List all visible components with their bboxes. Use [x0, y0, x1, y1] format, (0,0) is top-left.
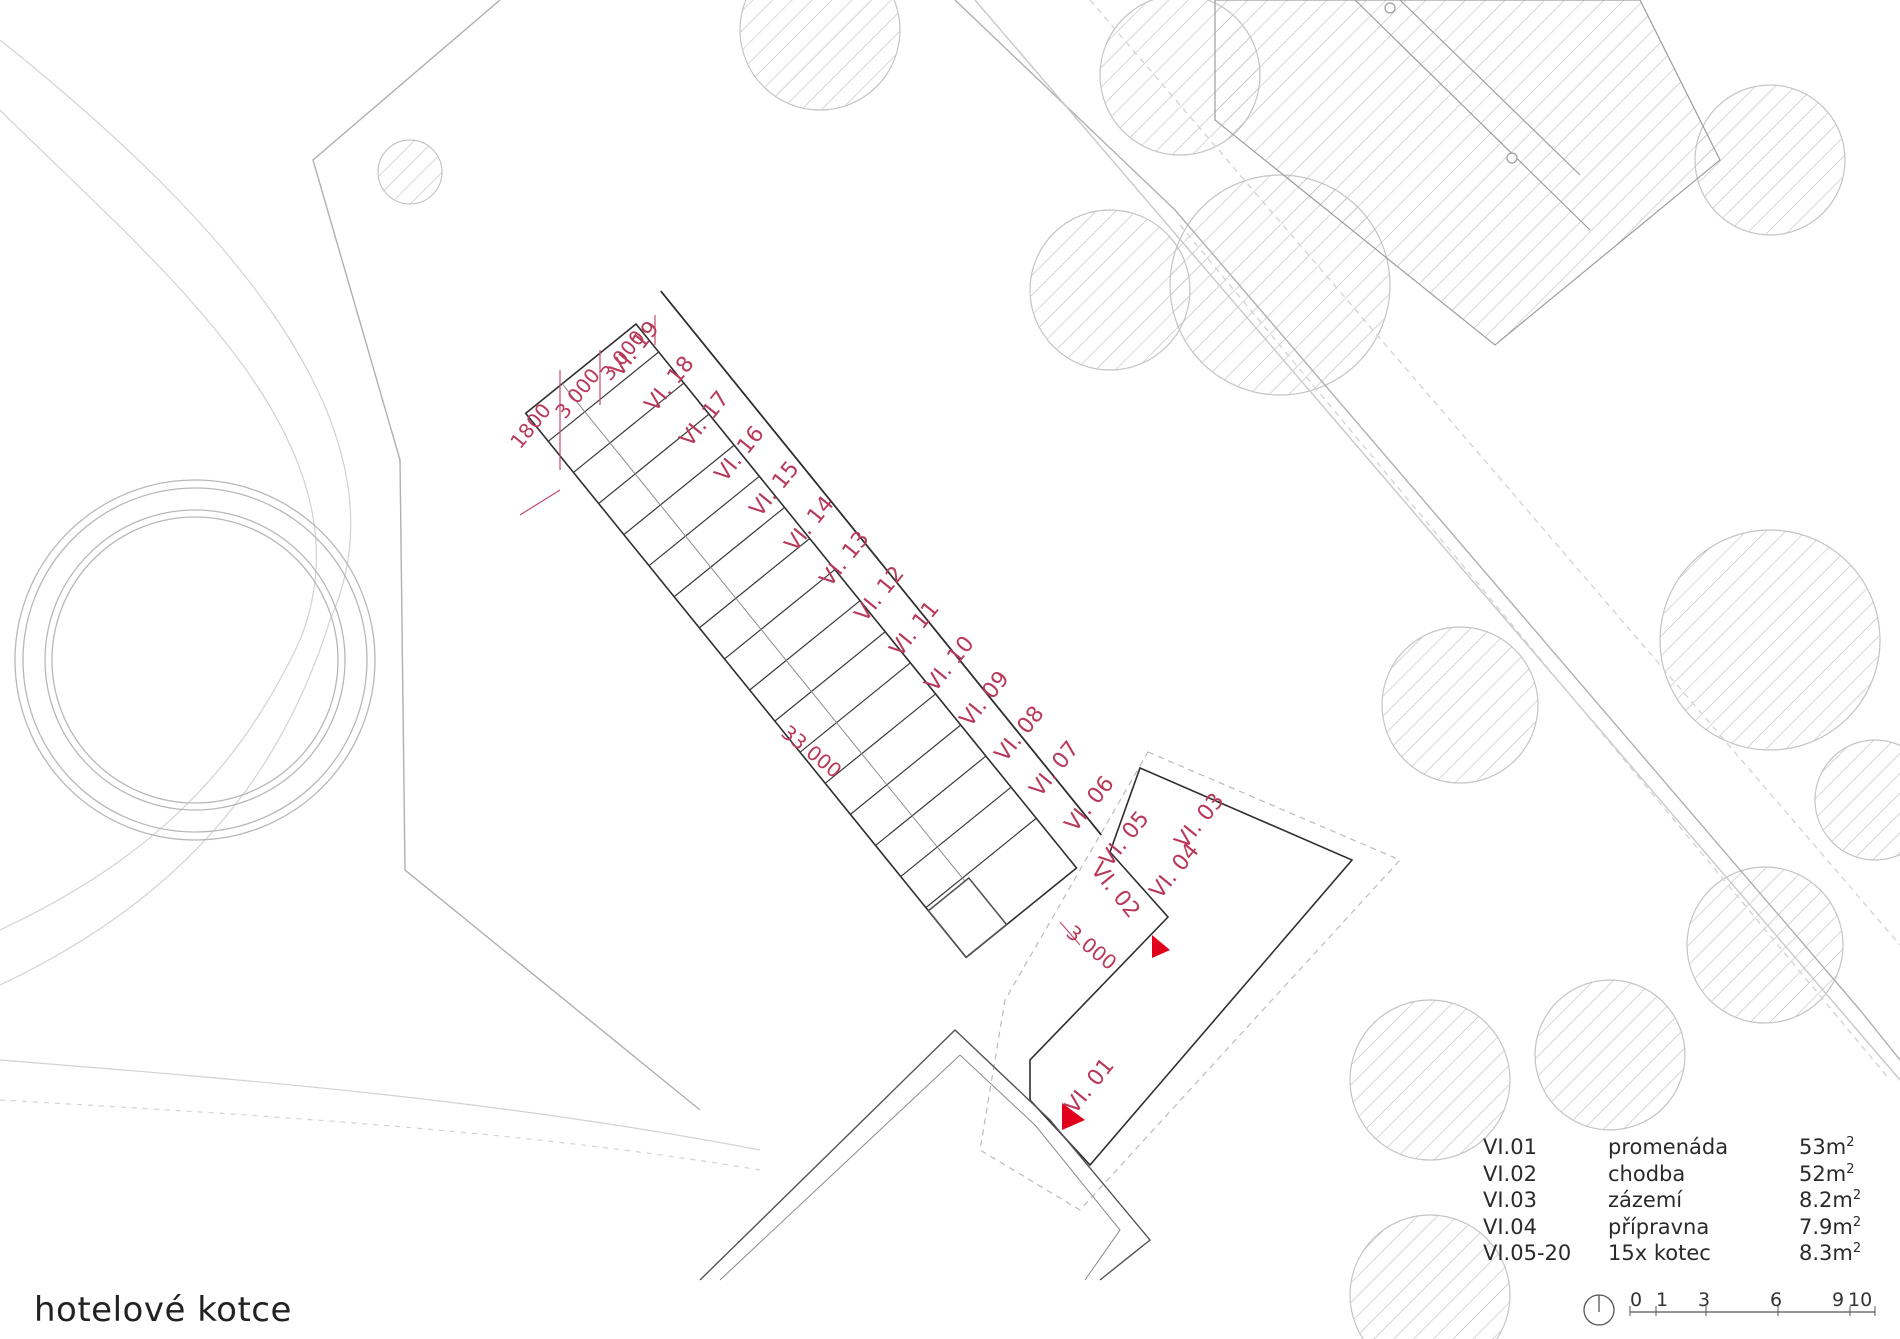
legend-area-unit: 2	[1852, 1188, 1862, 1203]
legend-area: 7.9m2	[1799, 1215, 1861, 1239]
room-label: VI. 12	[850, 562, 909, 627]
entrance-markers	[1062, 935, 1170, 1130]
trees	[377, 0, 1900, 1339]
tree-canopy	[1169, 174, 1391, 396]
room-label: VI. 05	[1095, 807, 1154, 872]
legend-area-unit: 2	[1852, 1214, 1862, 1230]
room-label: VI. 14	[780, 492, 839, 557]
neighbour-roof	[1214, 0, 1721, 346]
drawing-title: hotelové kotce	[34, 1290, 292, 1330]
scale-tick: 0	[1630, 1289, 1643, 1311]
room-label: VI. 03	[1170, 789, 1229, 854]
legend-name: zázemí	[1608, 1188, 1683, 1212]
room-labels: VI. 01 VI. 02 VI. 03 VI. 04 VI. 05 VI. 0…	[605, 317, 1229, 1119]
tree-canopy	[1029, 209, 1191, 371]
tree-canopy	[1659, 529, 1881, 751]
entrance-marker-icon	[1152, 935, 1170, 958]
entrance-marker-icon	[1062, 1103, 1085, 1130]
scale-tick: 1	[1656, 1289, 1669, 1311]
legend-area-unit: 2	[1846, 1161, 1855, 1177]
room-label: VI. 18	[640, 352, 699, 417]
tree-canopy	[1814, 739, 1900, 861]
lower-building	[699, 1029, 1151, 1281]
legend-code: VI.01	[1483, 1135, 1537, 1159]
circular-building	[14, 479, 376, 841]
room-label: VI. 10	[920, 632, 979, 697]
site-boundary	[312, 0, 1900, 1111]
kennel-building	[524, 290, 1103, 959]
legend-area-value: 8.3m	[1799, 1241, 1853, 1265]
legend-name: chodba	[1608, 1161, 1686, 1186]
tree-canopy	[377, 139, 443, 205]
legend-area-unit: 2	[1846, 1135, 1855, 1150]
scale-bar: 0 1 3 6 9 10	[1580, 1288, 1880, 1328]
legend-code: VI.04	[1483, 1214, 1537, 1239]
legend-area-value: 8.2m	[1799, 1188, 1853, 1212]
tree-canopy	[1534, 979, 1686, 1131]
dimension-labels: 1800 3 000 3 000 33 000 3 000	[505, 326, 1121, 975]
kennel-partitions	[547, 351, 1037, 909]
legend-name: přípravna	[1608, 1214, 1710, 1239]
legend-code: VI.02	[1483, 1161, 1537, 1186]
scale-tick: 9	[1832, 1289, 1845, 1311]
legend-name: 15x kotec	[1608, 1241, 1711, 1265]
room-label: VI. 07	[1025, 737, 1084, 802]
dimension-label: 1800	[505, 398, 556, 453]
tree-canopy	[1349, 1214, 1511, 1339]
room-label: VI. 01	[1060, 1054, 1119, 1119]
dimension-lines	[519, 315, 1081, 946]
room-label: VI. 08	[990, 702, 1049, 767]
fence-line	[660, 290, 1103, 836]
room-label: VI. 17	[675, 387, 734, 452]
legend-area-value: 7.9m	[1799, 1214, 1853, 1239]
kennel-outline	[524, 322, 1078, 959]
service-room	[927, 876, 1008, 959]
legend-code: VI.03	[1483, 1188, 1537, 1212]
legend-area: 52m2	[1799, 1162, 1854, 1186]
room-label: VI. 04	[1145, 839, 1204, 904]
tree-canopy	[1686, 866, 1844, 1024]
north-arrow-and-scale	[1583, 1294, 1876, 1326]
promenade	[979, 751, 1402, 1211]
dimension-label: 3 000	[1062, 920, 1122, 975]
legend-name: promenáda	[1608, 1135, 1729, 1159]
tree-canopy	[739, 0, 901, 111]
room-label: VI. 09	[955, 667, 1014, 732]
legend-area-unit: 2	[1852, 1241, 1862, 1256]
scale-tick: 3	[1698, 1289, 1711, 1311]
legend-area-value: 53m	[1799, 1135, 1847, 1159]
road-curves	[0, 39, 761, 1171]
legend-area: 53m2	[1799, 1135, 1854, 1159]
dimension-label: 33 000	[777, 720, 846, 783]
legend-area-value: 52m	[1799, 1161, 1847, 1186]
tree-canopy	[1349, 999, 1511, 1161]
room-label: VI. 06	[1060, 772, 1119, 837]
room-label: VI. 15	[745, 457, 804, 522]
tree-canopy	[1381, 626, 1539, 784]
scale-tick: 10	[1848, 1289, 1873, 1311]
legend-area: 8.2m2	[1799, 1188, 1861, 1212]
legend-code: VI.05-20	[1483, 1241, 1572, 1265]
legend-area: 8.3m2	[1799, 1241, 1861, 1265]
scale-tick: 6	[1770, 1289, 1783, 1311]
